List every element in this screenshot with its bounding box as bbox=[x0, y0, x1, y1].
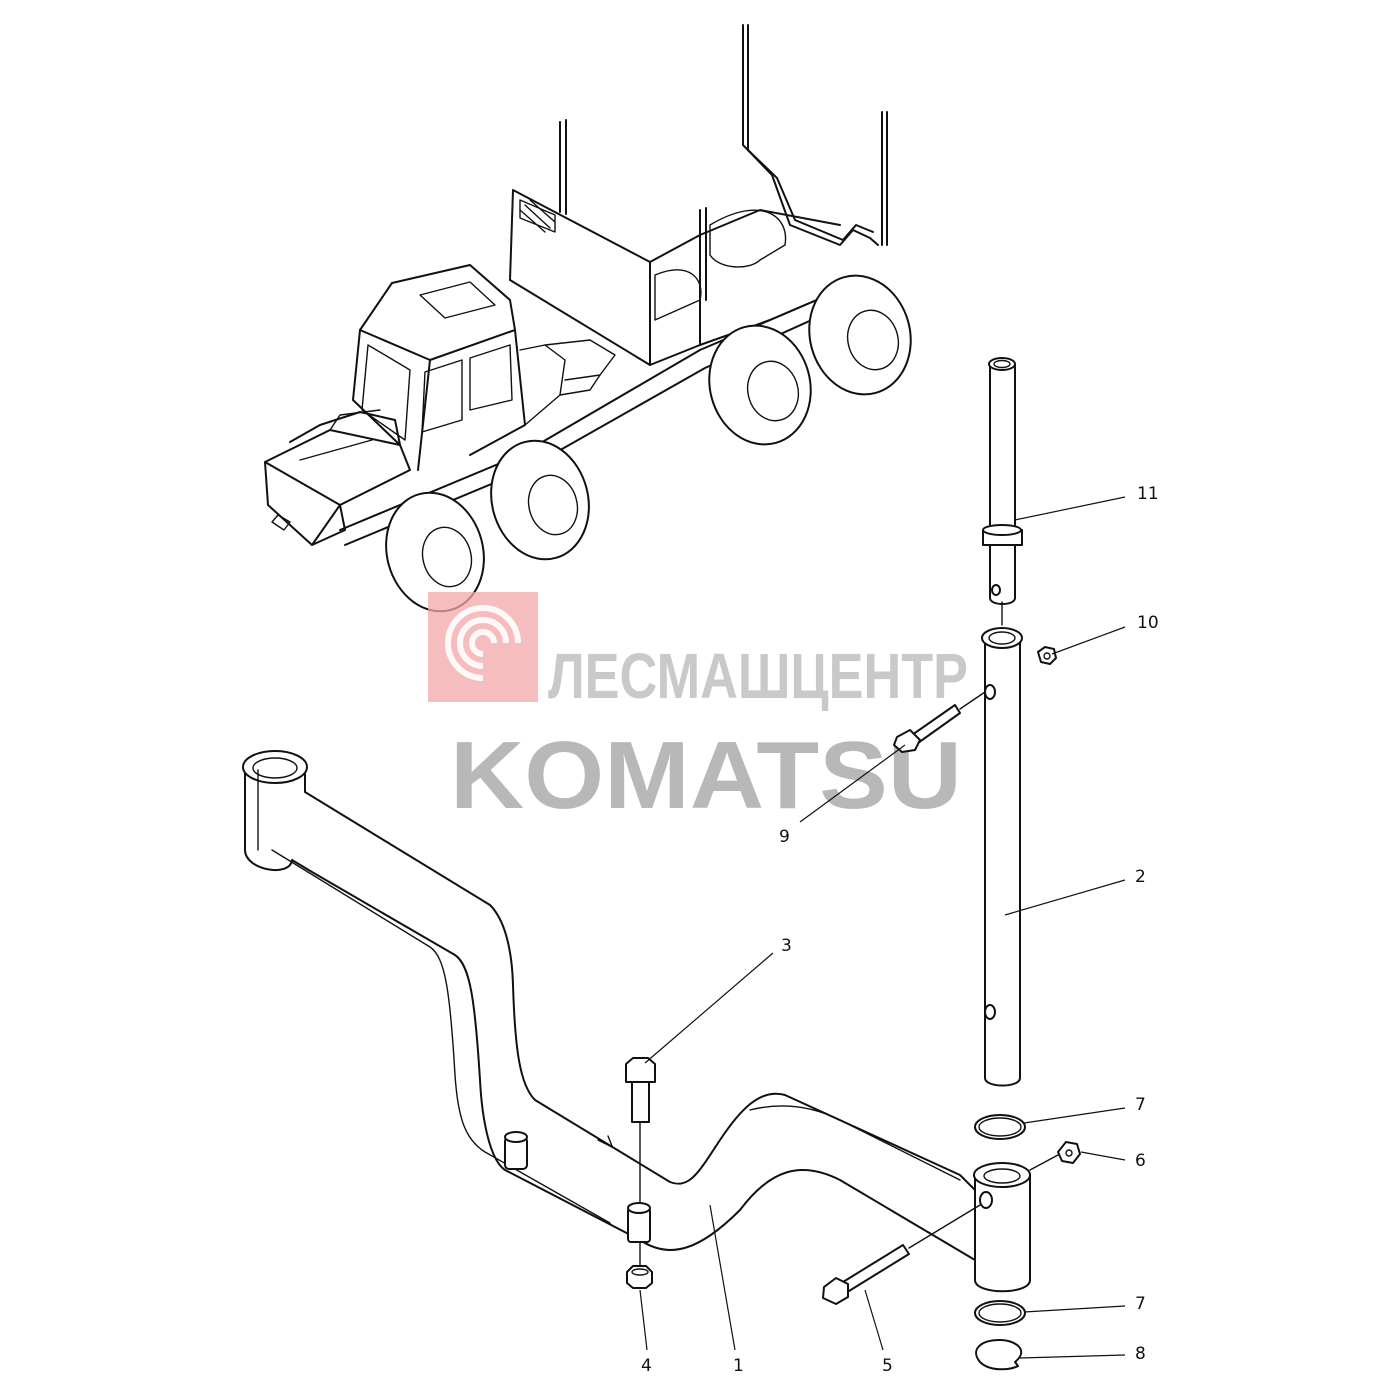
part-1-swing-arm bbox=[242, 750, 976, 1261]
callout-7-upper: 7 bbox=[1135, 1095, 1146, 1115]
part-5-bolt bbox=[822, 1204, 981, 1305]
part-10-nut bbox=[1037, 646, 1057, 665]
part-4-nut bbox=[626, 1265, 653, 1289]
callout-9: 9 bbox=[779, 827, 790, 847]
callout-labels: 11 10 9 2 3 7 6 7 8 4 1 5 bbox=[641, 484, 1159, 1376]
callout-4: 4 bbox=[641, 1356, 652, 1376]
callout-7-lower: 7 bbox=[1135, 1294, 1146, 1314]
part-2-shaft bbox=[981, 627, 1023, 1087]
leader-lines bbox=[639, 496, 1126, 1359]
callout-10: 10 bbox=[1137, 613, 1159, 633]
callout-11: 11 bbox=[1137, 484, 1159, 504]
part-7-o-ring-lower bbox=[974, 1300, 1026, 1326]
callout-5: 5 bbox=[882, 1356, 893, 1376]
part-7-o-ring-upper bbox=[974, 1114, 1026, 1140]
watermark: ЛЕСМАШЦЕНТР KOMATSU bbox=[428, 592, 968, 829]
callout-3: 3 bbox=[781, 936, 792, 956]
part-8-circlip bbox=[975, 1339, 1023, 1371]
callout-8: 8 bbox=[1135, 1344, 1146, 1364]
forwarder-machine-illustration bbox=[264, 24, 912, 613]
watermark-brand: KOMATSU bbox=[450, 722, 962, 829]
part-3-bolt bbox=[625, 1057, 656, 1266]
part-11-upper-pin bbox=[982, 357, 1023, 626]
callout-1: 1 bbox=[733, 1356, 744, 1376]
part-9-bolt bbox=[893, 691, 986, 753]
callout-2: 2 bbox=[1135, 867, 1146, 887]
watermark-company-name: ЛЕСМАШЦЕНТР bbox=[548, 640, 968, 712]
part-6-nut bbox=[1029, 1141, 1081, 1171]
arm-pivot-boss bbox=[973, 1162, 1031, 1293]
callout-6: 6 bbox=[1135, 1151, 1146, 1171]
